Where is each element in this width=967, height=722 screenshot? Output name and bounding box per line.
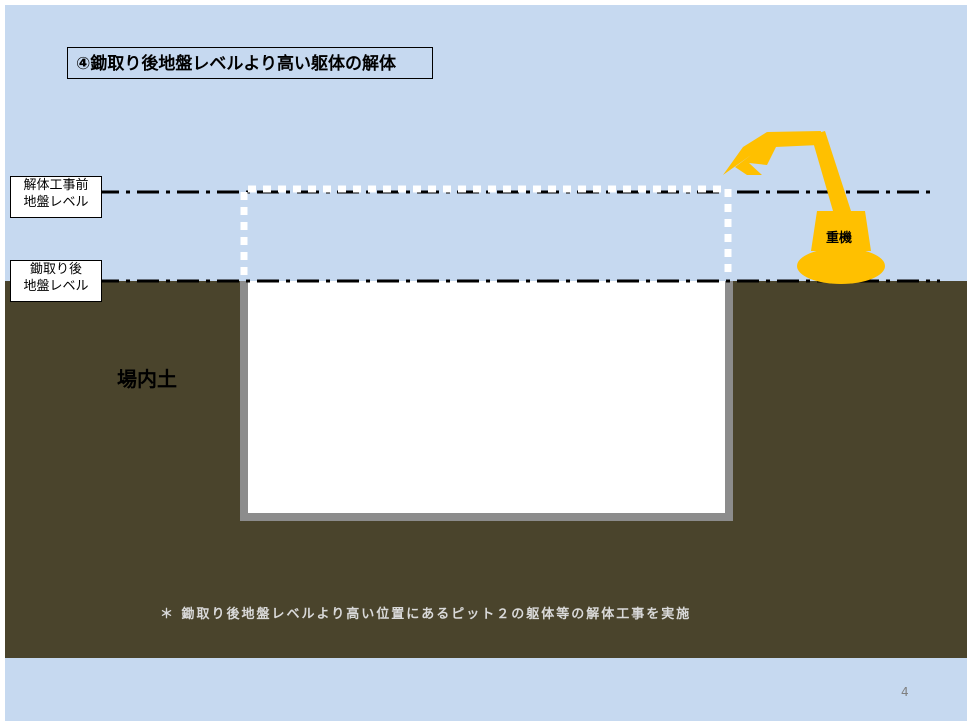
before-level-label: 解体工事前 地盤レベル: [10, 176, 102, 218]
slide: ④鋤取り後地盤レベルより高い躯体の解体 解体工事前 地盤レベル 鋤取り後 地盤レ…: [5, 5, 967, 721]
footnote: ＊ 鋤取り後地盤レベルより高い位置にあるピット２の躯体等の解体工事を実施: [160, 607, 692, 622]
before-level-label-line2: 地盤レベル: [23, 195, 89, 210]
excavator-icon: [723, 131, 885, 284]
diagram-overlay: [97, 131, 940, 284]
page-number: 4: [901, 685, 909, 699]
diagram-title: ④鋤取り後地盤レベルより高い躯体の解体: [67, 47, 433, 79]
pit-interior: [248, 281, 725, 513]
after-level-label: 鋤取り後 地盤レベル: [10, 260, 102, 302]
before-level-label-line1: 解体工事前: [23, 178, 89, 193]
demolition-outline: [240, 185, 732, 275]
soil-label: 場内土: [117, 367, 177, 391]
pit-structure: [240, 281, 733, 521]
after-level-label-line1: 鋤取り後: [29, 262, 82, 277]
after-level-label-line2: 地盤レベル: [23, 279, 89, 294]
machine-label: 重機: [826, 231, 853, 246]
